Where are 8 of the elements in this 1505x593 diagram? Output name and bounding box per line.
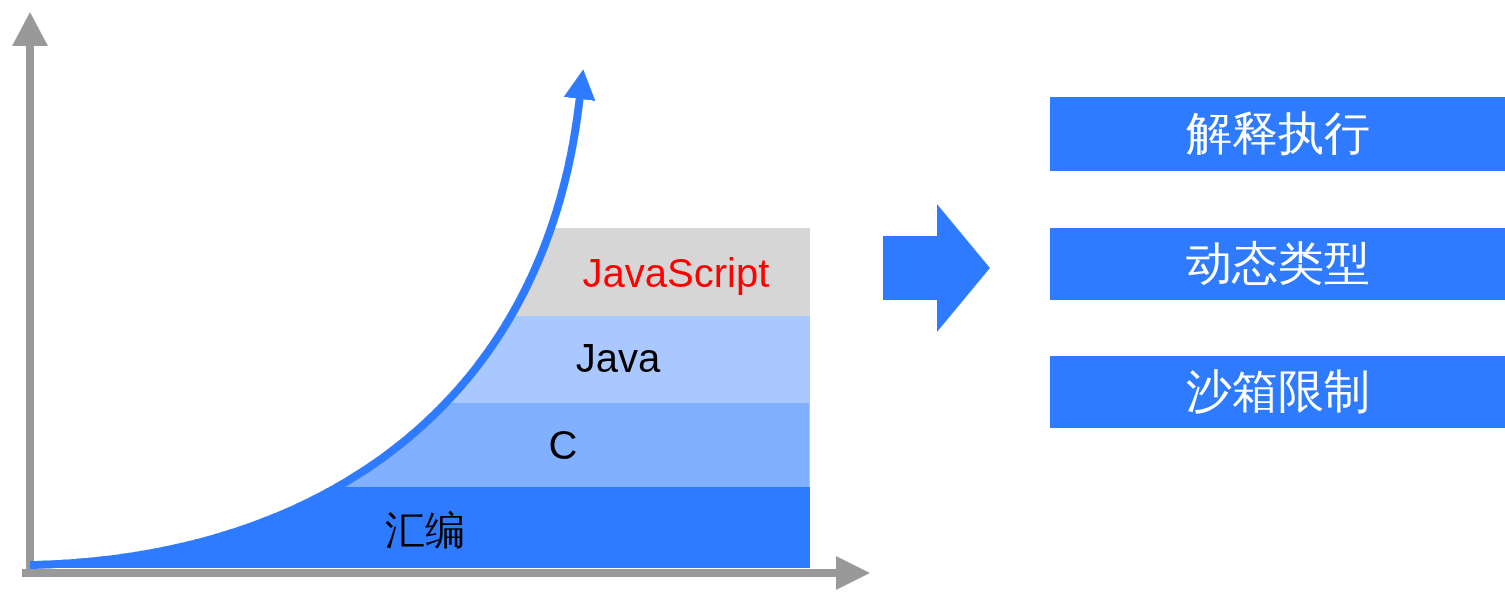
layer-label: 汇编: [385, 510, 465, 550]
layer-label: Java: [575, 338, 661, 378]
feature-box: 解释执行: [1050, 97, 1505, 171]
feature-box: 动态类型: [1050, 228, 1505, 300]
layer-label: C: [548, 425, 578, 465]
feature-box: 沙箱限制: [1050, 356, 1505, 428]
block-arrow: [883, 204, 990, 332]
layer-label: JavaScript: [582, 253, 770, 293]
